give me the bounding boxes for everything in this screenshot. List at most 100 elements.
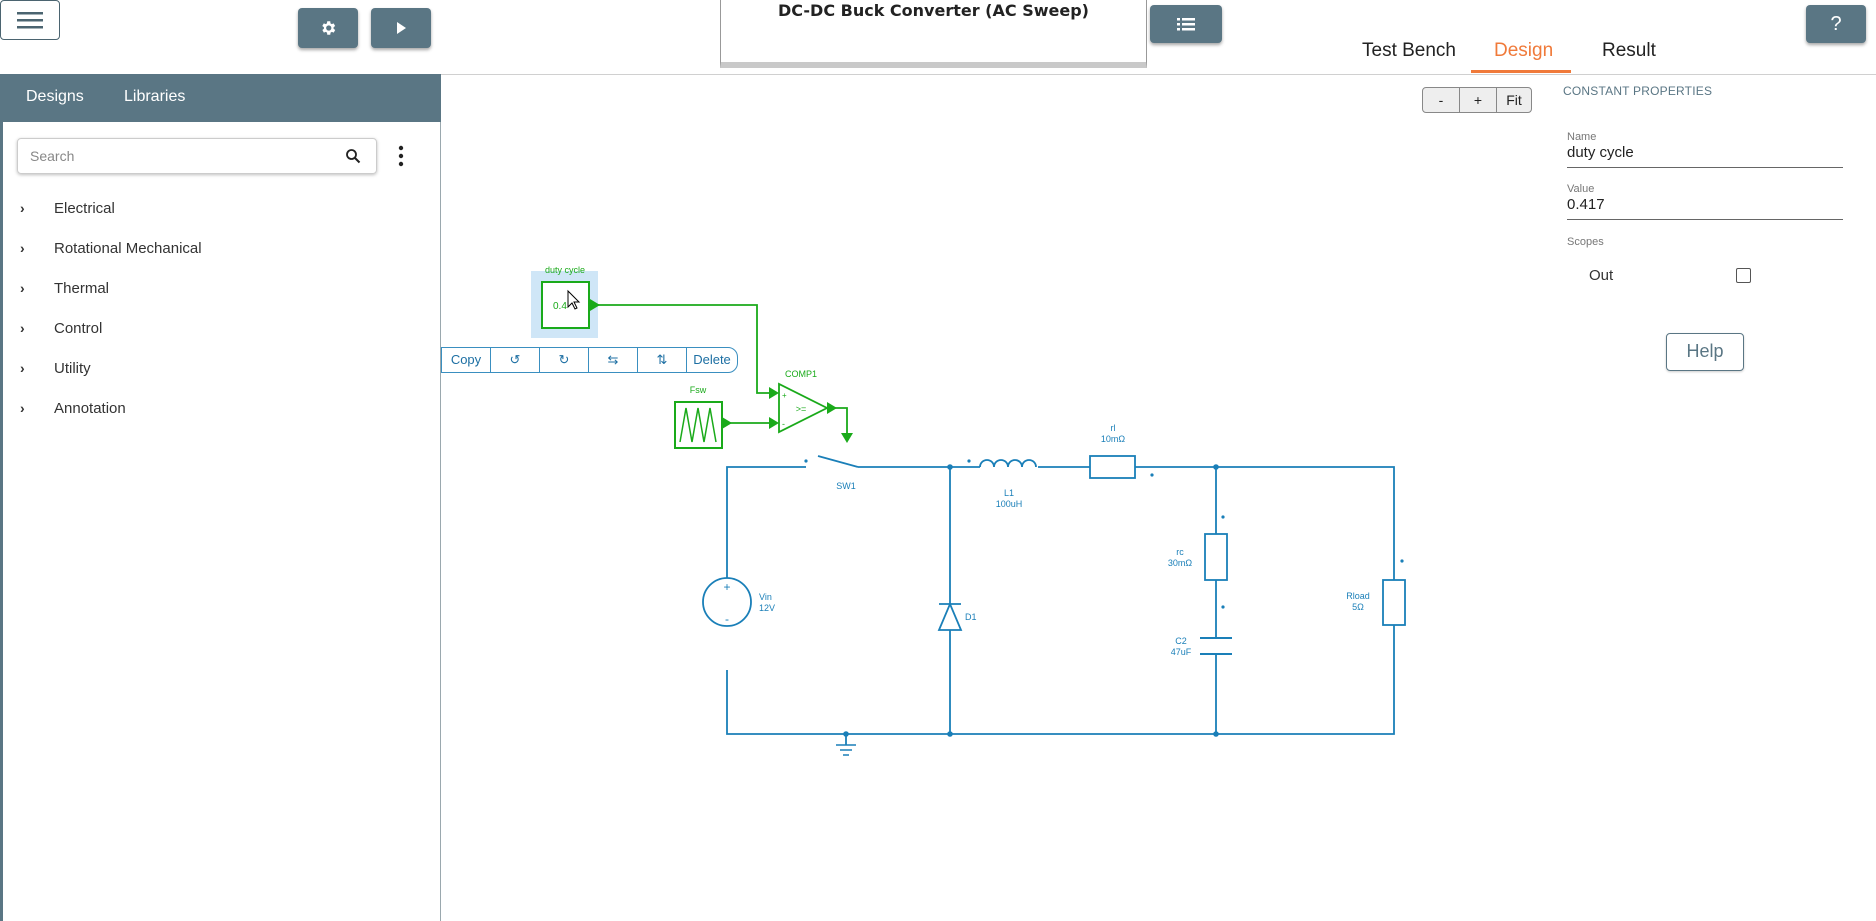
run-button[interactable] — [371, 8, 431, 48]
active-tab-indicator — [1471, 70, 1571, 73]
vin-minus-sign: - — [725, 612, 729, 626]
tab-libraries[interactable]: Libraries — [124, 88, 186, 105]
rotate-ccw-button[interactable]: ↺ — [491, 348, 540, 372]
sidebar-item-rotational-mechanical[interactable]: ›Rotational Mechanical — [20, 233, 202, 263]
search-input[interactable] — [28, 147, 332, 165]
tab-result[interactable]: Result — [1602, 40, 1656, 61]
zoom-out-button[interactable]: - — [1423, 88, 1460, 112]
sidebar-item-label: Thermal — [54, 279, 110, 297]
port-arrow — [827, 402, 837, 414]
settings-button[interactable] — [298, 8, 358, 48]
comparator-block[interactable] — [778, 382, 830, 434]
port-arrow — [841, 433, 853, 443]
fsw-label: Fsw — [690, 385, 707, 395]
comp-symbol: >= — [796, 404, 807, 414]
sidebar-item-label: Utility — [54, 359, 91, 377]
resistor-rload[interactable] — [1382, 579, 1406, 626]
duty-cycle-block[interactable] — [541, 281, 590, 329]
inductor-l1[interactable] — [979, 459, 1037, 468]
library-search — [17, 138, 377, 174]
copy-button[interactable]: Copy — [442, 348, 491, 372]
name-field-underline — [1567, 167, 1843, 168]
schematic-drawing: duty cycle 0.4 Fsw + - >= COMP1 — [531, 265, 1406, 756]
properties-collapse-handle[interactable] — [1862, 75, 1876, 921]
header-divider — [0, 74, 1876, 75]
rc-value: 30mΩ — [1168, 558, 1193, 568]
component-toolbar: Copy ↺ ↻ ⇆ ⇅ Delete — [441, 347, 738, 373]
flip-horizontal-button[interactable]: ⇆ — [589, 348, 638, 372]
port-arrow — [590, 299, 600, 311]
vin-plus-sign: + — [723, 580, 730, 594]
resistor-rl[interactable] — [1089, 455, 1136, 479]
help-question-button[interactable]: ? — [1806, 5, 1866, 43]
polarity-dot — [1150, 473, 1154, 477]
tab-design[interactable]: Design — [1494, 40, 1554, 61]
junction-dot — [1213, 731, 1219, 737]
vin-label: Vin — [759, 592, 772, 602]
diode-d1[interactable] — [937, 601, 963, 631]
name-field[interactable]: duty cycle — [1567, 144, 1634, 161]
help-button[interactable]: Help — [1666, 333, 1744, 371]
value-field-underline — [1567, 219, 1843, 220]
rl-label: rl — [1111, 423, 1116, 433]
chevron-right-icon: › — [20, 320, 25, 336]
list-view-button[interactable] — [1150, 5, 1222, 43]
sidebar-item-thermal[interactable]: › Thermal — [20, 273, 109, 303]
tab-test-bench[interactable]: Test Bench — [1362, 40, 1456, 61]
chevron-right-icon: › — [20, 280, 25, 296]
wire-comp-out[interactable] — [827, 407, 848, 437]
zoom-controls: - + Fit — [1422, 87, 1532, 113]
voltage-source-vin[interactable] — [702, 577, 752, 627]
zoom-in-button[interactable]: + — [1460, 88, 1497, 112]
sidebar-item-label: Annotation — [54, 399, 126, 417]
rotate-cw-button[interactable]: ↻ — [540, 348, 589, 372]
resistor-rc[interactable] — [1204, 533, 1228, 581]
sidebar-item-control[interactable]: › Control — [20, 313, 102, 343]
delete-button[interactable]: Delete — [693, 352, 731, 367]
c2-label: C2 — [1175, 636, 1187, 646]
sidebar-panel — [0, 122, 441, 921]
polarity-dot — [1221, 605, 1225, 609]
scope-out-label: Out — [1589, 267, 1614, 284]
comp1-label: COMP1 — [785, 369, 817, 379]
design-title: DC-DC Buck Converter (AC Sweep) — [720, 0, 1147, 68]
tab-designs[interactable]: Designs — [26, 88, 84, 105]
play-icon — [397, 22, 406, 34]
junction-dot — [947, 731, 953, 737]
sidebar-item-electrical[interactable]: ›Electrical — [20, 193, 115, 223]
value-field-label: Value — [1567, 183, 1595, 195]
switch-sw1[interactable] — [817, 455, 859, 468]
sidebar-item-label: Control — [54, 319, 103, 337]
port-arrow — [769, 387, 779, 399]
chevron-right-icon: › — [20, 200, 25, 216]
wire-duty-to-comp[interactable] — [590, 304, 775, 394]
search-icon[interactable] — [345, 148, 361, 164]
chevron-right-icon: › — [20, 240, 25, 256]
mouse-cursor-icon — [567, 289, 581, 310]
d1-label: D1 — [965, 612, 977, 622]
chevron-right-icon: › — [20, 400, 25, 416]
value-field[interactable]: 0.417 — [1567, 196, 1605, 213]
chevron-right-icon: › — [20, 360, 25, 376]
wire-ground-rail[interactable] — [726, 650, 1395, 735]
scope-out-checkbox[interactable] — [1736, 268, 1751, 283]
sidebar-header: Designs Libraries — [0, 74, 441, 122]
rl-value: 10mΩ — [1101, 434, 1126, 444]
zoom-fit-button[interactable]: Fit — [1506, 92, 1522, 108]
wire-vin-top[interactable] — [726, 466, 806, 585]
flip-vertical-button[interactable]: ⇅ — [638, 348, 687, 372]
junction-dot — [1213, 464, 1219, 470]
menu-icon — [17, 12, 43, 29]
c2-value: 47uF — [1171, 647, 1192, 657]
sidebar-item-utility[interactable]: › Utility — [20, 353, 91, 383]
hamburger-menu-button[interactable] — [0, 0, 60, 40]
sw1-label: SW1 — [836, 481, 856, 491]
wire-rl-to-load[interactable] — [1135, 466, 1395, 580]
junction-dot — [947, 464, 953, 470]
ground-icon — [836, 744, 856, 756]
polarity-dot — [967, 459, 971, 463]
more-vert-icon[interactable] — [396, 144, 406, 168]
comp-plus-sign: + — [782, 391, 787, 400]
polarity-dot — [804, 459, 808, 463]
sidebar-item-annotation[interactable]: › Annotation — [20, 393, 126, 423]
